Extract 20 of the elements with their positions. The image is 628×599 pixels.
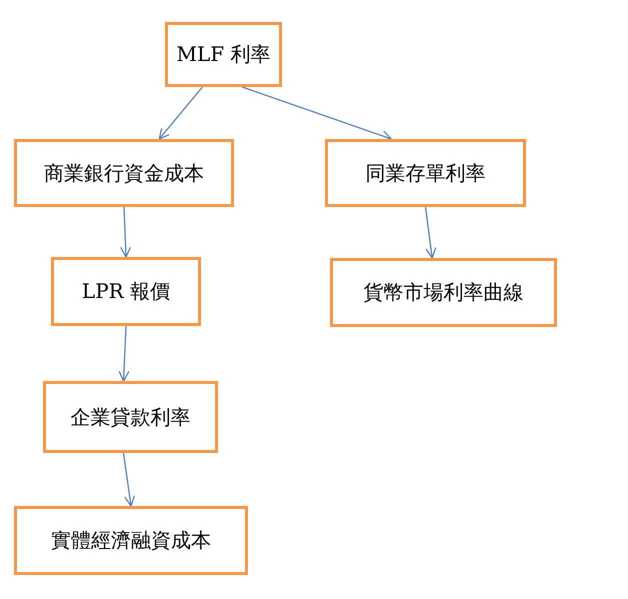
box-label: 同業存單利率 <box>366 160 486 186</box>
box-label: 企業貸款利率 <box>70 404 190 430</box>
arrow <box>242 86 392 142</box>
process-box <box>165 22 282 87</box>
box-label: LPR 報價 <box>82 278 170 305</box>
process-box <box>330 258 557 327</box>
process-box <box>14 506 248 575</box>
process-box <box>14 139 234 207</box>
arrow <box>120 206 132 258</box>
arrow <box>424 206 436 259</box>
process-box <box>43 381 218 453</box>
arrow <box>118 326 130 382</box>
process-box <box>325 139 526 207</box>
box-label: MLF 利率 <box>176 41 270 68</box>
box-label: 實體經濟融資成本 <box>51 527 211 554</box>
box-label: 商業銀行資金成本 <box>44 160 204 186</box>
box-label: 貨幣市場利率曲線 <box>364 279 524 306</box>
process-box <box>51 257 201 326</box>
arrow <box>158 86 203 140</box>
arrow <box>122 452 136 507</box>
